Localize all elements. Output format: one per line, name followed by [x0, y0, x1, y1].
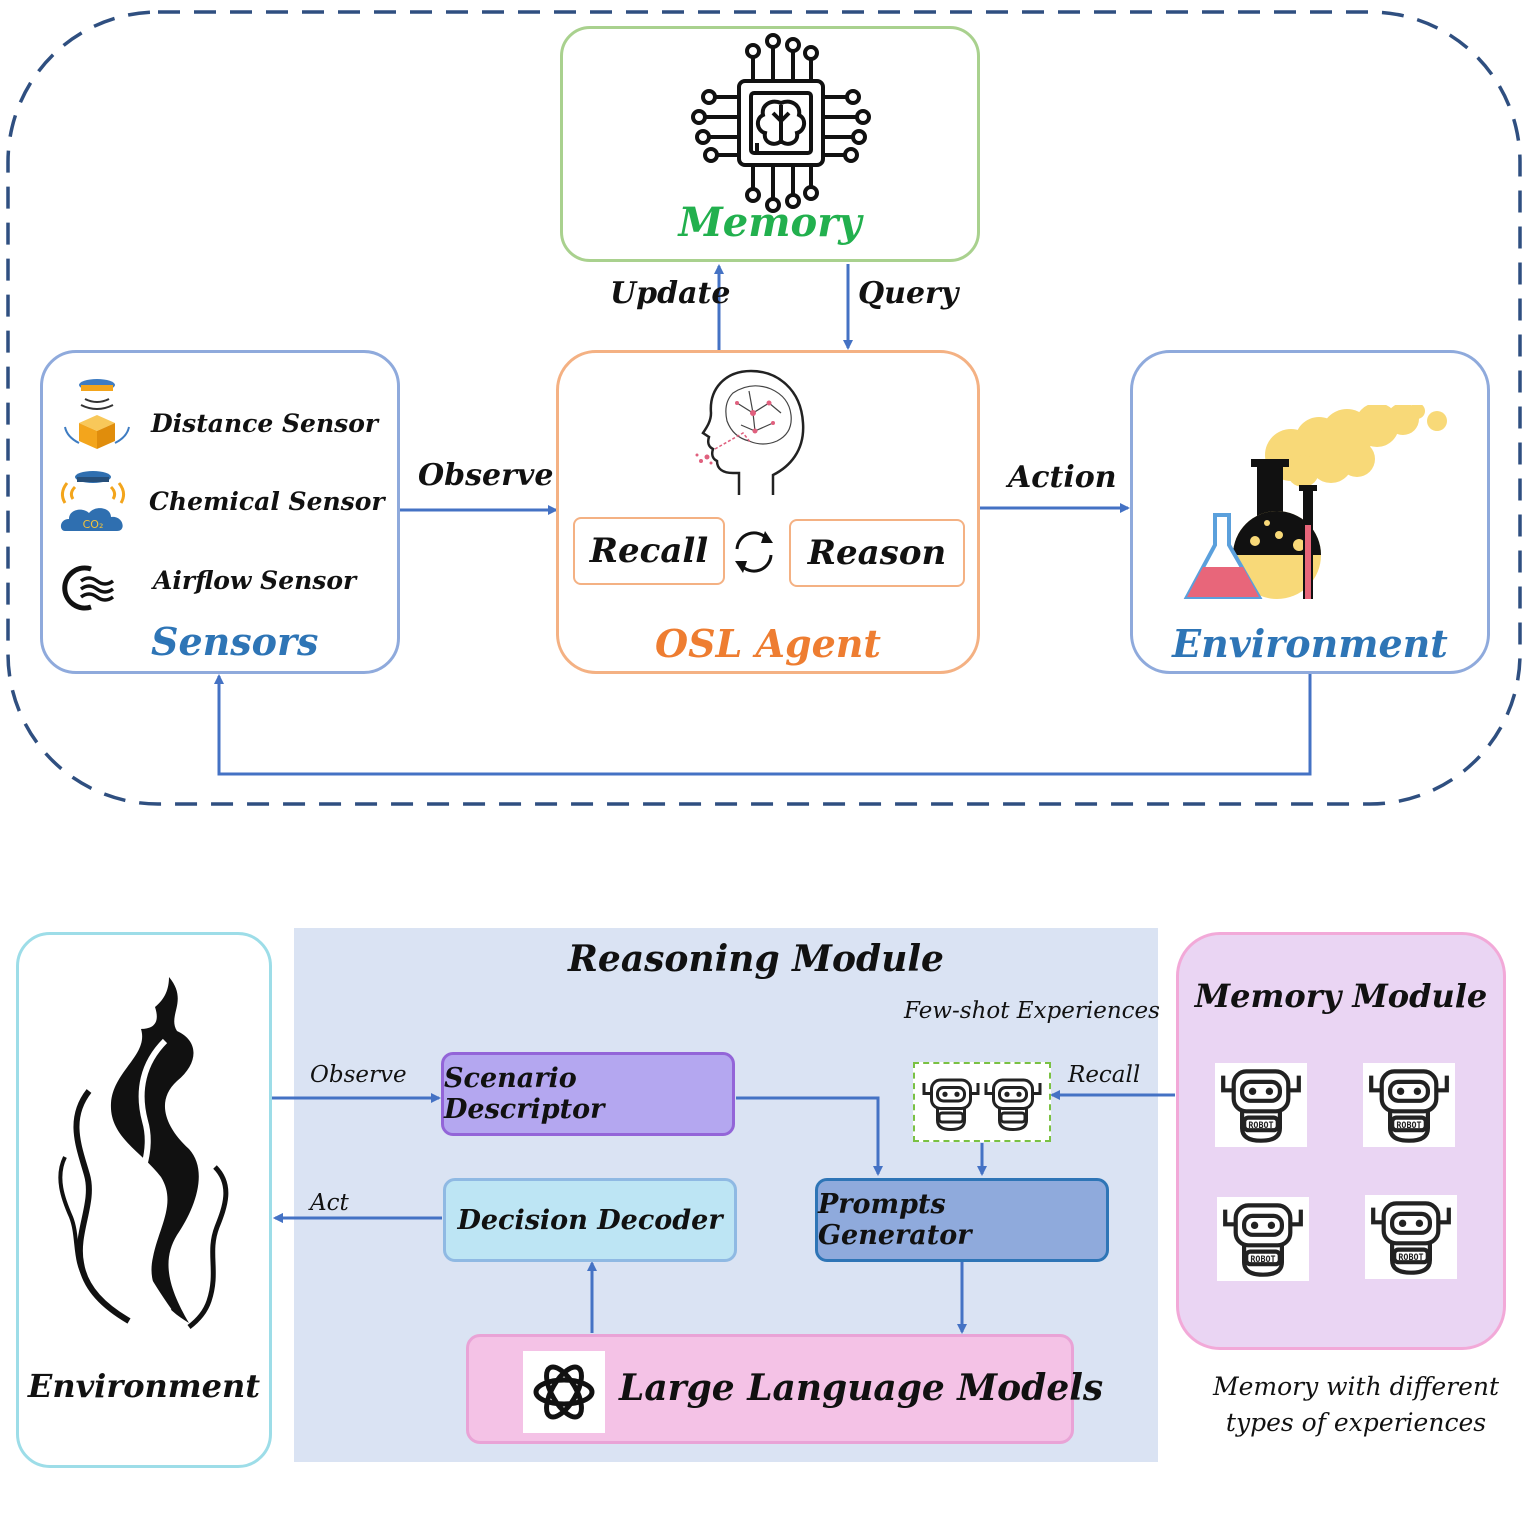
update-label: Update [610, 276, 731, 311]
query-label: Query [858, 276, 959, 311]
bottom-environment-title: Environment [27, 1367, 261, 1405]
robot-icon [984, 1078, 1042, 1132]
prompts-generator-box: Prompts Generator [815, 1178, 1109, 1262]
reason-box: Reason [789, 519, 965, 587]
robot-icon: ROBOT [1365, 1195, 1457, 1279]
memory-title: Memory [678, 199, 862, 246]
llm-logo-tile [523, 1351, 605, 1433]
observe-label: Observe [418, 458, 554, 493]
memory-module-title: Memory Module [1194, 977, 1488, 1015]
bottom-recall-label: Recall [1068, 1062, 1141, 1088]
airflow-sensor-label: Airflow Sensor [153, 566, 357, 595]
decision-decoder-box: Decision Decoder [443, 1178, 737, 1262]
osl-agent-box: Recall Reason OSL Agent [556, 350, 980, 674]
robot-icon: ROBOT [1215, 1063, 1307, 1147]
sensors-title: Sensors [151, 619, 319, 664]
svg-text:ROBOT: ROBOT [1396, 1120, 1421, 1130]
recall-label: Recall [589, 531, 709, 571]
svg-text:ROBOT: ROBOT [1248, 1120, 1273, 1130]
recall-box: Recall [573, 517, 725, 585]
robot-icon: ROBOT [1217, 1197, 1309, 1281]
memory-caption-line1: Memory with different [1212, 1372, 1500, 1401]
reasoning-module-title: Reasoning Module [568, 938, 944, 980]
reason-label: Reason [807, 533, 947, 573]
osl-agent-title: OSL Agent [655, 621, 881, 666]
top-environment-title: Environment [1172, 621, 1448, 666]
distance-sensor-icon [64, 379, 130, 449]
few-shot-label: Few-shot Experiences [904, 998, 1160, 1024]
prompts-generator-label: Prompts Generator [818, 1189, 972, 1251]
head-brain-icon [695, 369, 805, 495]
bottom-observe-label: Observe [310, 1062, 407, 1088]
airflow-sensor-icon [62, 565, 115, 611]
scenario-descriptor-box: Scenario Descriptor [441, 1052, 735, 1136]
bottom-act-label: Act [310, 1190, 349, 1216]
few-shot-box [913, 1062, 1051, 1142]
distance-sensor-label: Distance Sensor [151, 409, 379, 438]
cycle-icon [735, 531, 773, 573]
scenario-descriptor-label: Scenario Descriptor [444, 1063, 605, 1125]
bottom-environment-box: Environment [16, 932, 272, 1468]
top-dashed-frame [6, 10, 1522, 806]
feedback-arrow [214, 674, 1312, 776]
memory-module-box: Memory Module ROBOT ROBOT [1176, 932, 1506, 1350]
llm-box: Large Language Models [466, 1334, 1103, 1444]
memory-caption-line2: types of experiences [1225, 1408, 1487, 1437]
sensors-box: CO₂ Distance Sensor Chemical Sensor Airf… [40, 350, 400, 674]
robot-icon [922, 1078, 980, 1132]
chip-brain-icon [691, 33, 871, 213]
svg-text:ROBOT: ROBOT [1250, 1254, 1275, 1264]
memory-box: Memory [560, 26, 980, 262]
llm-label: Large Language Models [619, 1367, 1104, 1409]
svg-text:CO₂: CO₂ [83, 518, 104, 531]
robot-icon: ROBOT [1363, 1063, 1455, 1147]
action-label: Action [1008, 460, 1117, 495]
svg-text:ROBOT: ROBOT [1398, 1252, 1423, 1262]
lab-flask-icon [1183, 405, 1447, 599]
openai-logo-icon [533, 1364, 595, 1420]
chemical-sensor-icon: CO₂ [60, 471, 126, 531]
decision-decoder-label: Decision Decoder [457, 1204, 723, 1236]
chemical-sensor-label: Chemical Sensor [149, 487, 385, 516]
top-environment-box: Environment [1130, 350, 1490, 674]
smoke-icon [58, 977, 229, 1329]
